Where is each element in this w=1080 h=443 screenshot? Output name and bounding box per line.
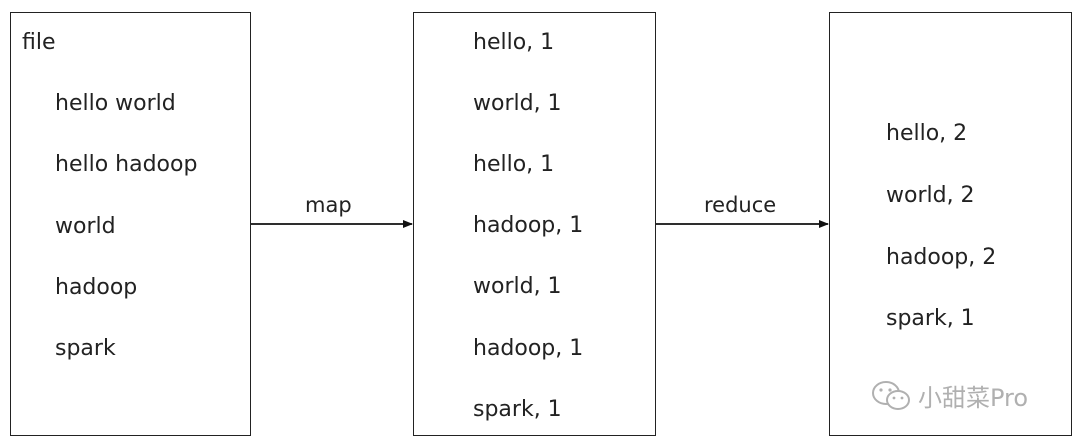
reduce-output-line: hello, 2	[886, 121, 968, 146]
reduce-output-box: hello, 2 world, 2 hadoop, 2 spark, 1	[829, 12, 1072, 436]
file-line: spark	[55, 336, 116, 361]
file-line: hadoop	[55, 275, 138, 300]
file-line: world	[55, 214, 116, 239]
file-box: file hello world hello hadoop world hado…	[10, 12, 251, 436]
file-line: hello hadoop	[55, 152, 198, 177]
watermark-text: 小甜菜Pro	[918, 384, 1029, 412]
map-output-line: world, 1	[473, 274, 562, 299]
wechat-icon	[872, 380, 910, 410]
reduce-label: reduce	[704, 193, 777, 217]
map-output-line: hadoop, 1	[473, 213, 584, 238]
reduce-output-line: hadoop, 2	[886, 245, 997, 270]
map-label: map	[305, 193, 352, 217]
map-output-line: hadoop, 1	[473, 336, 584, 361]
map-output-line: hello, 1	[473, 152, 555, 177]
map-output-line: hello, 1	[473, 30, 555, 55]
file-line: hello world	[55, 91, 176, 116]
reduce-output-line: world, 2	[886, 183, 975, 208]
watermark: 小甜菜Pro	[870, 378, 1028, 413]
reduce-output-line: spark, 1	[886, 306, 975, 331]
file-box-title: file	[22, 30, 56, 55]
map-output-line: world, 1	[473, 91, 562, 116]
map-output-line: spark, 1	[473, 397, 562, 422]
map-output-box: hello, 1 world, 1 hello, 1 hadoop, 1 wor…	[413, 12, 656, 436]
